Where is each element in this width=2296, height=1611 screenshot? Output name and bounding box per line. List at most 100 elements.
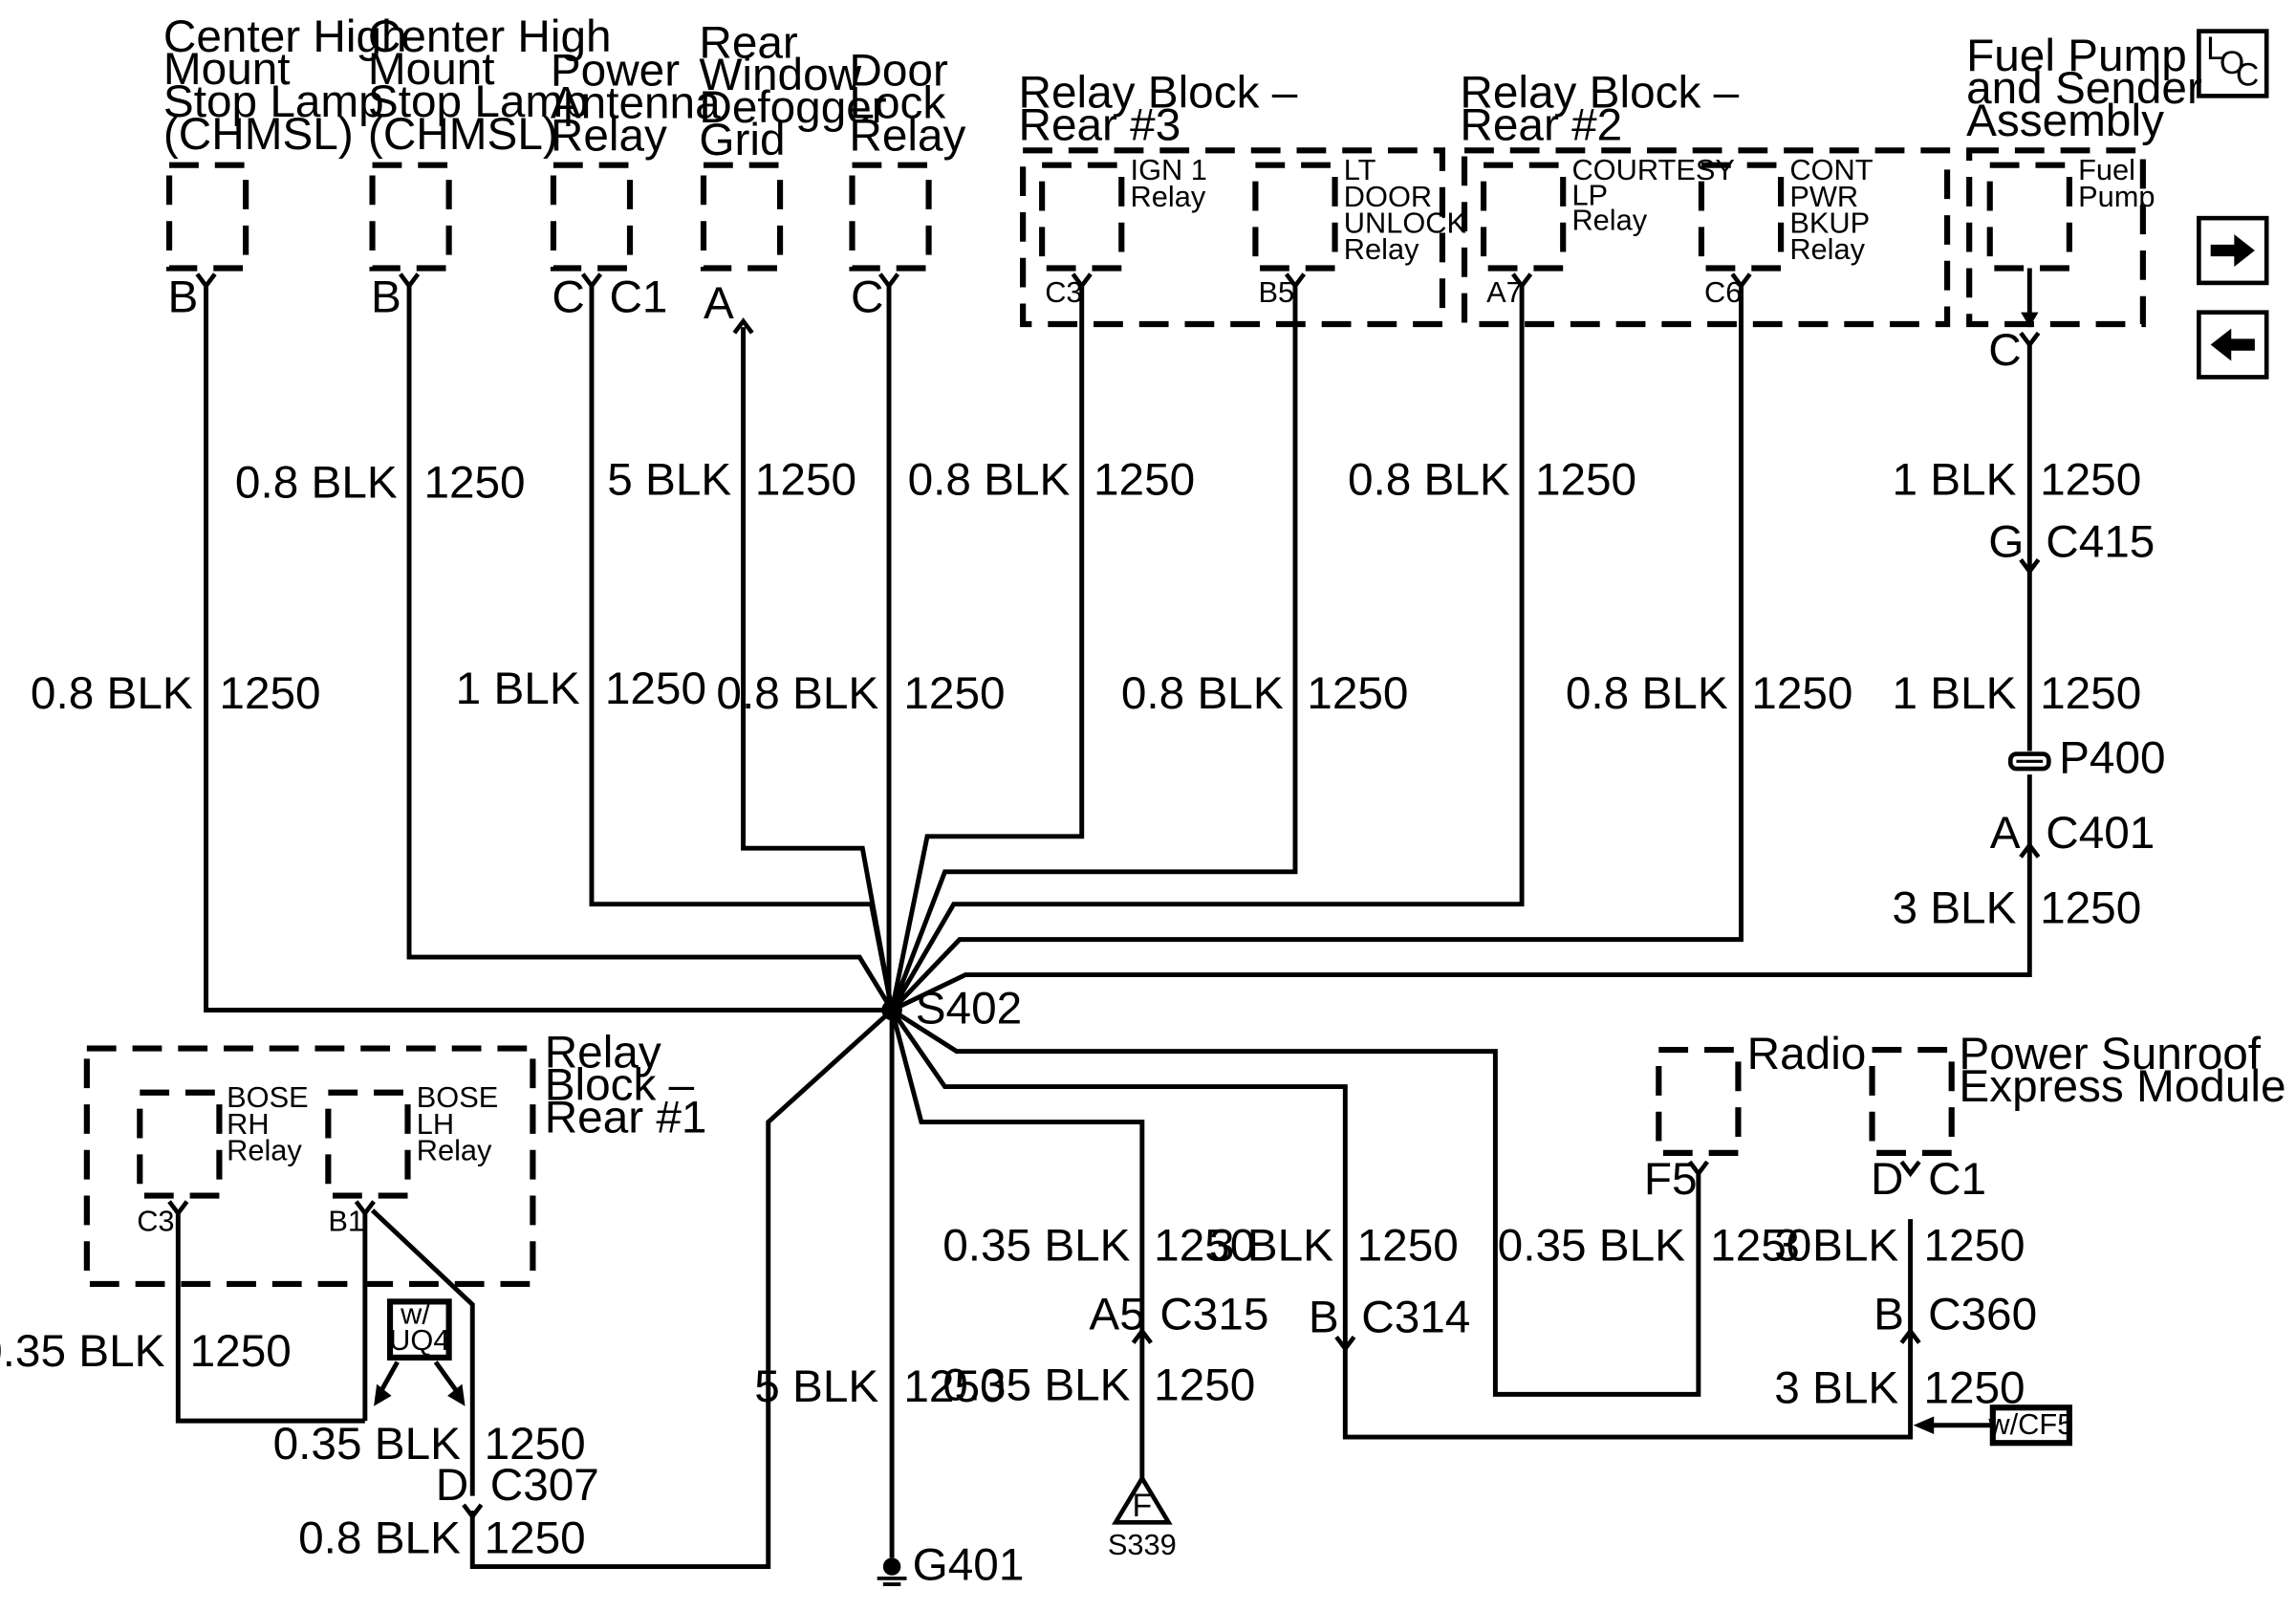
wire-defogger <box>741 327 895 1011</box>
antenna-pin: C <box>552 272 584 323</box>
splice-label: S402 <box>916 983 1022 1034</box>
courtesy-relay-label: COURTESY LP Relay <box>1571 153 1743 236</box>
wire-chmsl-1 <box>204 282 893 1012</box>
antenna-relay-box <box>550 162 634 272</box>
wire-to-c307 <box>469 1008 894 1570</box>
relay-block-rear1-label: Relay Block – Rear #1 <box>545 1028 707 1143</box>
s339-triangle-icon <box>1112 1473 1173 1525</box>
wire-ign1 <box>889 282 1085 1012</box>
door-lock-label: Door Lock Relay <box>849 46 965 162</box>
wire-label-defog-upper-circuit: 1250 <box>755 455 856 506</box>
bose-rh-relay-label: BOSE RH Relay <box>227 1080 316 1166</box>
next-arrow-icon <box>2210 234 2255 267</box>
wire-label-bose-rh-circuit: 1250 <box>190 1326 292 1377</box>
c314-name: C314 <box>1361 1293 1470 1343</box>
relay-block-rear1-outline <box>83 1045 536 1287</box>
connector-chevrons <box>167 272 2041 1521</box>
wire-label-s339-lower-gauge: 0.35 BLK <box>942 1361 1130 1411</box>
chmsl-2-label: Center High Mount Stop Lamp (CHMSL) <box>368 11 624 160</box>
wire-c314 <box>890 1009 1914 1440</box>
uq4-arrowhead-right-icon <box>447 1383 466 1406</box>
fuel-pump-arrow-icon <box>2021 312 2039 328</box>
p400-connector-icon <box>2007 751 2051 772</box>
cf5-option-box <box>1989 1404 2072 1447</box>
p400-name: P400 <box>2059 733 2165 784</box>
wire-label-lt-unlock-circuit: 1250 <box>1307 668 1408 719</box>
wire-label-chmsl1-circuit: 1250 <box>219 668 320 719</box>
cont-pwr-pin: C6 <box>1704 275 1742 309</box>
ign1-relay-box <box>1039 162 1125 272</box>
sunroof-label: Power Sunroof Express Module <box>1959 1029 2285 1112</box>
c315-pin: A5 <box>1089 1290 1144 1340</box>
wire-bose-lh-diag <box>370 1208 475 1496</box>
radio-pin: F5 <box>1644 1154 1698 1205</box>
s339-label: S339 <box>1108 1528 1177 1561</box>
c401-pin: A <box>1990 808 2021 859</box>
splice-s402-dot <box>881 999 902 1021</box>
chmsl-2-pin: B <box>371 272 401 323</box>
wire-label-chmsl1-gauge: 0.8 BLK <box>31 668 193 719</box>
wire-label-fuel3-circuit: 1250 <box>2040 883 2141 934</box>
c314-pin: B <box>1309 1293 1339 1343</box>
c307-pin: D <box>436 1460 468 1511</box>
wire-bose-rh <box>175 1209 365 1424</box>
prev-arrow-icon <box>2210 328 2255 361</box>
bose-rh-pin: C3 <box>137 1204 174 1237</box>
ground-label: G401 <box>913 1539 1025 1590</box>
antenna-connector: C1 <box>609 272 667 323</box>
wire-label-defog-upper-gauge: 5 BLK <box>607 455 731 506</box>
ign1-pin: C3 <box>1045 275 1082 309</box>
ign1-relay-label: IGN 1 Relay <box>1131 153 1216 213</box>
wire-label-cont-pwr-gauge: 0.8 BLK <box>1566 668 1728 719</box>
lt-unlock-relay-box <box>1252 162 1338 272</box>
wire-label-antenna-circuit: 1250 <box>605 664 706 714</box>
wire-label-ground-circuit: 1250 <box>903 1361 1005 1412</box>
ground-g401-icon <box>877 1557 907 1586</box>
chmsl-1-pin: B <box>168 272 199 323</box>
s339-letter: F <box>1132 1488 1152 1524</box>
wire-label-s339-upper-gauge: 0.35 BLK <box>942 1220 1130 1271</box>
radio-label: Radio <box>1747 1029 1867 1079</box>
chmsl-1-label: Center High Mount Stop Lamp (CHMSL) <box>163 11 420 160</box>
wire-label-c307-lower-gauge: 0.8 BLK <box>298 1513 461 1564</box>
bose-lh-relay-label: BOSE LH Relay <box>417 1080 507 1166</box>
wire-label-fuel1-gauge: 1 BLK <box>1892 455 2016 506</box>
fuel-pump-pin: C <box>1988 325 2021 376</box>
sunroof-box <box>1869 1047 1955 1156</box>
cont-pwr-relay-label: CONT PWR BKUP Relay <box>1789 153 1881 266</box>
wire-chmsl-2 <box>406 282 895 1012</box>
fuel-pump-assembly-label: Fuel Pump and Sender Assembly <box>1966 31 2215 146</box>
wire-label-fuel3-gauge: 3 BLK <box>1892 883 2016 934</box>
loc-button[interactable] <box>2197 29 2269 98</box>
door-lock-box <box>849 162 932 272</box>
wire-label-sunroof-upper-circuit: 1250 <box>1923 1220 2025 1271</box>
chmsl-2-box <box>369 162 452 272</box>
antenna-relay-label: Power Antenna Relay <box>551 46 733 162</box>
sunroof-pin: D <box>1871 1154 1903 1205</box>
wire-cont-pwr <box>890 282 1744 1012</box>
uq4-option-box <box>386 1298 452 1361</box>
lt-unlock-relay-label: LT DOOR UNLOCK Relay <box>1344 153 1475 266</box>
wire-s339 <box>889 1009 1145 1479</box>
c307-name: C307 <box>490 1460 599 1511</box>
wire-label-radio-circuit: 1250 <box>1710 1220 1811 1271</box>
loc-label: L O C <box>2206 31 2259 94</box>
wire-label-lt-unlock-gauge: 0.8 BLK <box>1121 668 1284 719</box>
wire-label-sunroof-upper-gauge: 3 BLK <box>1774 1220 1898 1271</box>
relay-block-rear3-outline <box>1020 147 1446 328</box>
wire-label-bose-c307-circuit: 1250 <box>485 1419 586 1469</box>
courtesy-pin: A7 <box>1486 275 1523 309</box>
c315-name: C315 <box>1159 1290 1268 1340</box>
defogger-box <box>700 162 784 272</box>
fuel-pump-outline <box>1966 147 2146 328</box>
wire-label-s339-upper-circuit: 1250 <box>1154 1220 1255 1271</box>
wire-lt-unlock <box>889 282 1298 1012</box>
wire-fuel-pump-lower <box>891 344 2032 1012</box>
relay-block-rear3-label: Relay Block – Rear #3 <box>1019 68 1310 151</box>
uq4-arrowhead-left-icon <box>374 1383 392 1406</box>
c415-pin: G <box>1988 516 2024 567</box>
wire-label-c314-circuit: 1250 <box>1357 1220 1459 1271</box>
relay-block-rear2-outline <box>1461 147 1951 328</box>
courtesy-relay-box <box>1480 162 1567 272</box>
